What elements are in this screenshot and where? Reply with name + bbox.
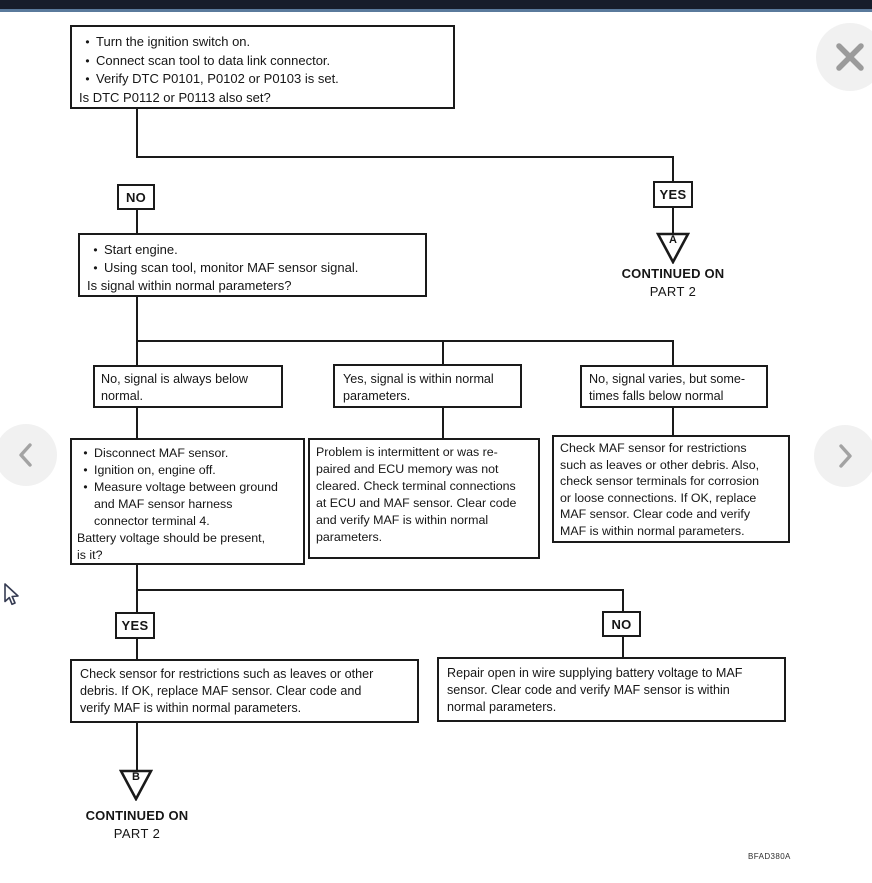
continuation-b-letter: B: [132, 771, 140, 783]
action-left-bullet-2: Ignition on, engine off.: [94, 463, 216, 477]
list-item: Connect scan tool to data link connector…: [79, 52, 445, 71]
connector-line: [136, 591, 138, 612]
list-item: Turn the ignition switch on.: [79, 33, 445, 52]
step2-bullet-1: Start engine.: [104, 242, 178, 257]
connector-line: [136, 340, 674, 342]
bullet-icon: [87, 259, 104, 277]
connector-line: [136, 639, 138, 659]
decision1-yes-label: YES: [659, 187, 687, 202]
window-top-bar-accent: [0, 9, 872, 12]
window-top-bar: [0, 0, 872, 9]
bullet-icon: [77, 479, 94, 530]
decision2-no-label: NO: [611, 616, 632, 632]
list-item: Start engine.: [87, 241, 417, 259]
connector-line: [136, 565, 138, 590]
prev-button[interactable]: [0, 424, 57, 486]
list-item: Using scan tool, monitor MAF sensor sign…: [87, 259, 417, 277]
connector-line: [136, 156, 674, 158]
connector-line: [622, 637, 624, 657]
step1-question: Is DTC P0112 or P0113 also set?: [79, 89, 271, 105]
continued-on-label: CONTINUED ON: [621, 266, 725, 281]
list-item: Verify DTC P0101, P0102 or P0103 is set.: [79, 70, 445, 89]
connector-line: [136, 210, 138, 234]
continuation-b-caption: CONTINUED ON PART 2: [67, 808, 207, 842]
bullet-icon: [87, 241, 104, 259]
step1-bullet-2: Connect scan tool to data link connector…: [96, 52, 331, 68]
connector-line: [672, 208, 674, 233]
action-left-bullet-1: Disconnect MAF sensor.: [94, 446, 229, 460]
outcome-right-label: No, signal varies, but some-times falls …: [589, 372, 746, 403]
connector-line: [672, 408, 674, 435]
part2-label: PART 2: [113, 826, 161, 841]
connector-line: [136, 589, 624, 591]
result-yes-box: Check sensor for restrictions such as le…: [70, 659, 419, 723]
connector-line: [672, 342, 674, 365]
part2-label: PART 2: [649, 284, 697, 299]
decision2-yes-box: YES: [115, 612, 155, 639]
close-icon: [836, 43, 864, 71]
action-middle-text: Problem is intermittent or was re-paired…: [316, 445, 517, 544]
connector-line: [672, 158, 674, 182]
continuation-a: A: [655, 232, 691, 265]
figure-ref-label: BFAD380A: [748, 852, 791, 861]
step1-bullet-1: Turn the ignition switch on.: [96, 34, 251, 49]
decision1-yes-box: YES: [653, 181, 693, 208]
connector-line: [442, 408, 444, 438]
result-no-text: Repair open in wire supplying battery vo…: [447, 666, 743, 714]
chevron-right-icon: [839, 444, 852, 468]
connector-line: [136, 342, 138, 365]
step2-box: Start engine. Using scan tool, monitor M…: [78, 233, 427, 297]
next-button[interactable]: [814, 425, 872, 487]
list-item: Ignition on, engine off.: [77, 462, 299, 479]
close-button[interactable]: [816, 23, 872, 91]
decision1-no-box: NO: [117, 184, 155, 210]
bullet-icon: [77, 462, 94, 479]
bullet-icon: [77, 445, 94, 462]
decision2-no-box: NO: [602, 611, 641, 637]
action-middle-box: Problem is intermittent or was re-paired…: [308, 438, 540, 559]
decision1-no-label: NO: [125, 189, 147, 205]
bullet-icon: [79, 52, 96, 71]
triangle-connector-icon: [655, 232, 691, 265]
list-item: Disconnect MAF sensor.: [77, 445, 299, 462]
step1-bullet-3: Verify DTC P0101, P0102 or P0103 is set.: [96, 71, 339, 86]
connector-line: [136, 109, 138, 156]
action-left-box: Disconnect MAF sensor. Ignition on, engi…: [70, 438, 305, 565]
bullet-icon: [79, 33, 96, 52]
action-left-question: Battery voltage should be present,is it?: [77, 531, 266, 562]
continuation-a-letter: A: [669, 234, 677, 246]
connector-line: [136, 408, 138, 438]
outcome-right-box: No, signal varies, but some-times falls …: [580, 365, 768, 408]
bullet-icon: [79, 70, 96, 89]
decision2-yes-label: YES: [121, 618, 149, 633]
connector-line: [136, 723, 138, 770]
chevron-left-icon: [19, 443, 32, 467]
step2-question: Is signal within normal parameters?: [87, 278, 292, 293]
result-no-box: Repair open in wire supplying battery vo…: [437, 657, 786, 722]
step1-box: Turn the ignition switch on. Connect sca…: [70, 25, 455, 109]
continued-on-label: CONTINUED ON: [85, 808, 189, 823]
continuation-a-caption: CONTINUED ON PART 2: [603, 266, 743, 300]
step2-bullet-2: Using scan tool, monitor MAF sensor sign…: [104, 260, 359, 275]
connector-line: [622, 591, 624, 611]
continuation-b: B: [118, 769, 154, 802]
connector-line: [136, 297, 138, 341]
result-yes-text: Check sensor for restrictions such as le…: [80, 667, 374, 715]
triangle-connector-icon: [118, 769, 154, 802]
connector-line: [442, 342, 444, 364]
cursor-pointer-icon: [4, 583, 19, 606]
